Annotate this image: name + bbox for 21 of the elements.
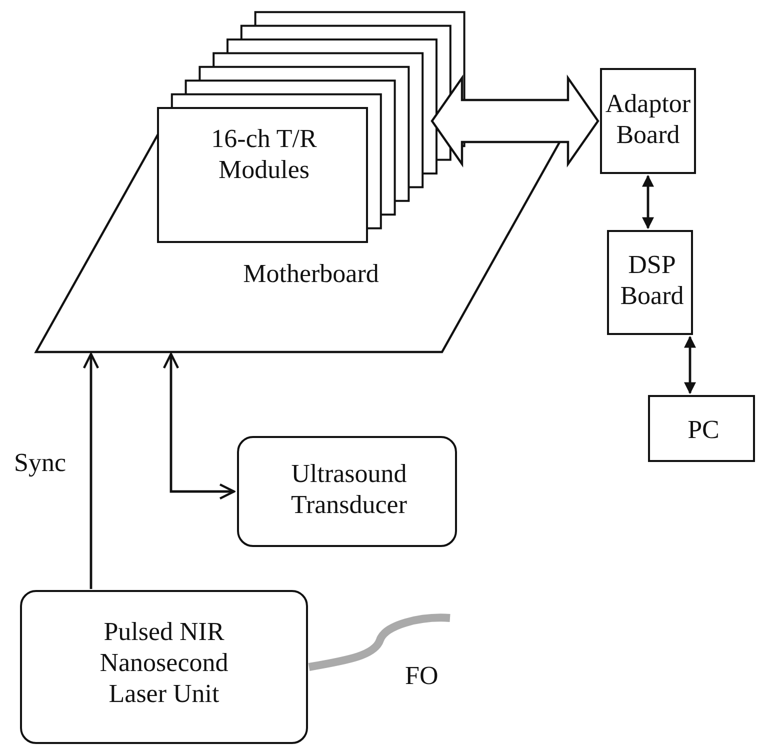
arrow xyxy=(82,352,100,589)
edge-label: Sync xyxy=(14,447,67,478)
process-box xyxy=(600,68,696,174)
node-label: Ultrasound Transducer xyxy=(290,458,408,520)
fiber-cable xyxy=(308,614,450,671)
node-label: DSP Board xyxy=(619,249,685,312)
arrow xyxy=(684,336,696,394)
process-box xyxy=(607,230,693,335)
rounded-box xyxy=(20,590,308,744)
arrow xyxy=(642,174,654,230)
arrow xyxy=(162,352,236,500)
node-label: PC xyxy=(686,414,720,446)
rounded-box xyxy=(237,436,457,547)
node-label: 16-ch T/R Modules xyxy=(210,123,318,186)
process-box xyxy=(648,395,755,462)
node-label: Adaptor Board xyxy=(604,88,692,150)
module-card xyxy=(157,107,368,243)
text-label: FO xyxy=(405,660,438,692)
board-label: Motherboard xyxy=(242,258,380,290)
double-arrow xyxy=(430,74,600,168)
node-label: Pulsed NIR Nanosecond Laser Unit xyxy=(98,616,230,710)
